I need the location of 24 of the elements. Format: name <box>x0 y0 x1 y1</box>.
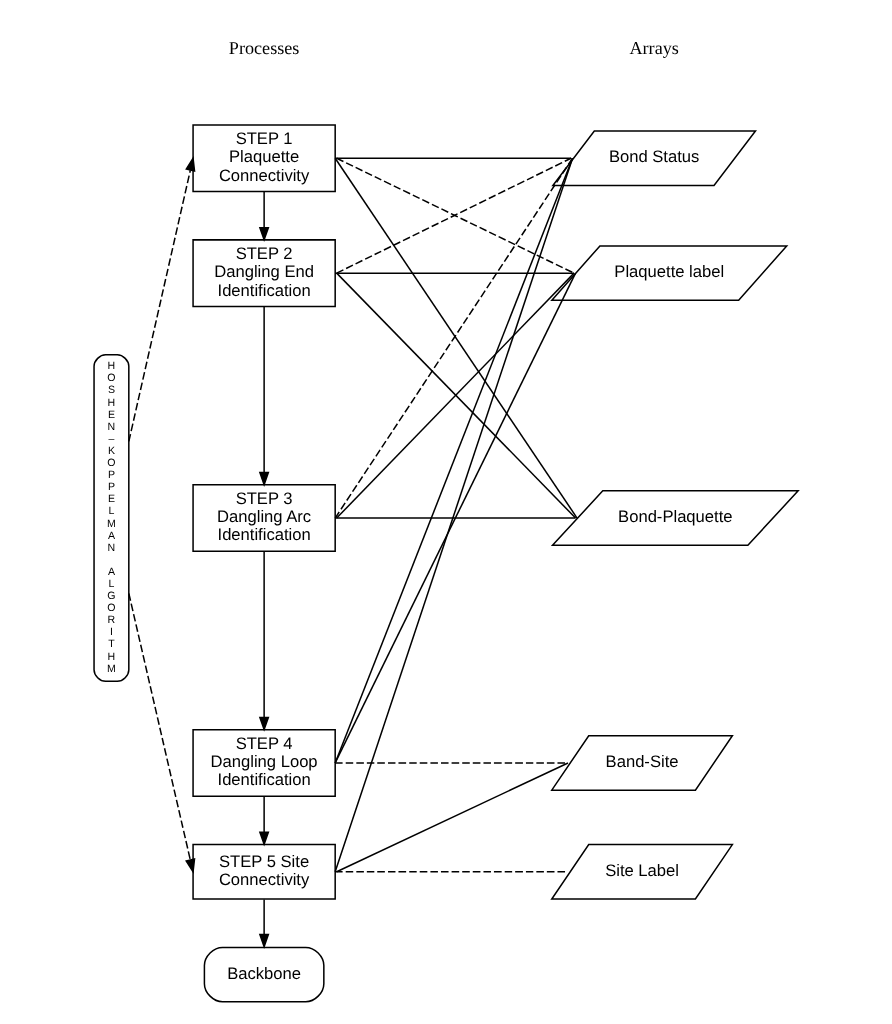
arrow <box>258 190 270 243</box>
arrow <box>258 795 270 847</box>
arrow <box>258 306 270 487</box>
connector <box>335 762 569 873</box>
connector <box>334 157 572 159</box>
arrow <box>258 898 270 949</box>
connector <box>334 272 575 274</box>
label: Processes <box>228 38 300 59</box>
arrow <box>128 156 196 443</box>
node-box: STEP 2 Dangling End Identification <box>192 239 336 308</box>
node-box: STEP 4 Dangling Loop Identification <box>192 728 336 797</box>
connector <box>334 157 574 764</box>
node-box: STEP 3 Dangling Arc Identification <box>192 484 336 553</box>
node-box: Backbone <box>203 946 325 1003</box>
node-box: STEP 1 Plaquette Connectivity <box>192 124 336 193</box>
arrow <box>258 550 270 732</box>
connector <box>334 157 574 873</box>
arrow <box>128 592 196 875</box>
connector <box>334 762 569 764</box>
connector <box>334 272 577 764</box>
node-box: STEP 5 Site Connectivity <box>192 843 336 900</box>
label: Arrays <box>629 38 679 59</box>
connector <box>334 871 569 873</box>
connector <box>334 517 577 519</box>
